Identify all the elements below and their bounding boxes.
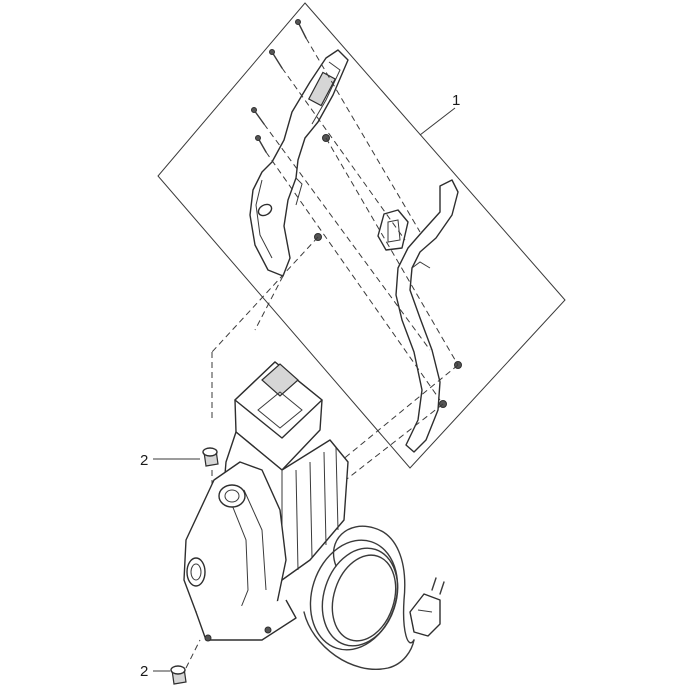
handle-assembly-boundary [157, 2, 566, 469]
power-cord [303, 525, 445, 670]
callout-label-2-upper: 2 [140, 452, 148, 469]
plug-guide-line [185, 639, 201, 669]
callout-label-1: 1 [452, 92, 460, 109]
drain-plug-lower [170, 665, 187, 685]
left-handle-half [249, 49, 349, 277]
right-handle-half [377, 179, 459, 453]
callout-leader-1 [419, 107, 456, 136]
pump-motor [183, 361, 349, 642]
callout-label-2-lower: 2 [140, 663, 148, 680]
drain-plug-upper [202, 447, 219, 467]
